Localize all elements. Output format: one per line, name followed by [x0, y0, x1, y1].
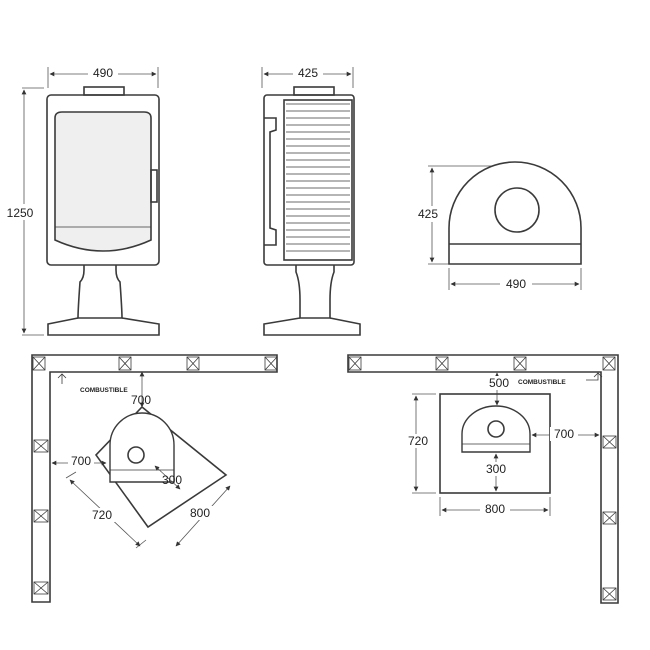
- wall-wall-stud: [435, 356, 449, 371]
- wall-wall-stud-cross: [602, 435, 617, 449]
- corner-hearth-depth-label: 800: [190, 506, 210, 520]
- corner-hearth-depth-bg: [186, 506, 214, 520]
- corner-combustible-arrow: [57, 373, 67, 384]
- front-base: [47, 317, 160, 336]
- wall-hearth-width-label: 800: [485, 502, 505, 516]
- wall-side-clearance-bg: [550, 427, 578, 441]
- top-depth-label-bg: [412, 206, 444, 222]
- corner-side-clearance-label: 700: [71, 454, 91, 468]
- wall-wall-studs: [348, 356, 617, 601]
- side-view: 425: [261, 66, 361, 336]
- wall-stove-outline: [461, 405, 531, 453]
- wall-combustible-arrow: [586, 372, 603, 381]
- corner-stove-outline: [109, 412, 175, 483]
- corner-combustible-label: COMBUSTIBLE: [80, 387, 128, 394]
- corner-wall-stud-cross: [33, 581, 49, 595]
- wall-wall-stud: [602, 511, 617, 525]
- front-door-handle: [150, 169, 158, 203]
- wall-front-clearance-label: 300: [486, 462, 506, 476]
- corner-wall-stud-cross: [118, 356, 132, 371]
- wall-hearth-width-bg: [480, 502, 510, 516]
- wall-wall-stud-cross: [602, 511, 617, 525]
- wall-back-clearance-label: 500: [489, 376, 509, 390]
- side-cooling-fins: [286, 103, 350, 252]
- corner-wall-stud-cross: [32, 356, 46, 371]
- front-door-glass: [54, 111, 152, 252]
- corner-hearth-width-ext-b: [135, 539, 147, 549]
- wall-hearth-plate: [439, 393, 551, 494]
- corner-wall-stud: [264, 356, 278, 371]
- wall-side-clearance-label: 700: [554, 427, 574, 441]
- corner-back-clearance-label: 700: [131, 393, 151, 407]
- wall-wall-stud: [602, 587, 617, 601]
- wall-installation: COMBUSTIBLE 500 700 720 300 800: [347, 354, 619, 604]
- front-flue-collar: [83, 86, 125, 96]
- side-flue-collar: [293, 86, 335, 96]
- corner-hearth-width-bg: [88, 508, 116, 522]
- side-stove-body: [263, 94, 355, 266]
- front-width-label: 490: [93, 66, 113, 80]
- wall-wall-stud-cross: [513, 356, 527, 371]
- corner-wall-stud-cross: [33, 509, 49, 523]
- corner-stove-flue: [127, 446, 145, 464]
- corner-wall-stud: [186, 356, 200, 371]
- wall-wall-stud: [602, 356, 616, 371]
- front-width-label-bg: [88, 66, 118, 80]
- wall-walls: [347, 354, 619, 604]
- corner-front-clearance-dimension: [154, 465, 181, 490]
- top-flue-outlet: [494, 187, 540, 233]
- top-stove-outline: [448, 161, 582, 265]
- corner-walls: [31, 354, 278, 603]
- wall-wall-stud: [348, 356, 362, 371]
- corner-wall-stud-cross: [33, 439, 49, 453]
- corner-installation: COMBUSTIBLE 700 700 300 720 800: [31, 354, 278, 603]
- wall-back-clearance-bg: [484, 376, 514, 390]
- corner-wall-stud: [33, 509, 49, 523]
- side-base: [263, 317, 361, 336]
- corner-wall-stud: [33, 439, 49, 453]
- front-view: 490 1250: [2, 66, 160, 336]
- wall-wall-stud-cross: [435, 356, 449, 371]
- wall-wall-stud-cross: [602, 587, 617, 601]
- wall-front-clearance-bg: [482, 462, 510, 476]
- corner-wall-stud: [33, 581, 49, 595]
- corner-front-clearance-label: 300: [162, 473, 182, 487]
- wall-wall-stud: [602, 435, 617, 449]
- side-fin-panel: [283, 99, 353, 261]
- corner-wall-stud-cross: [264, 356, 278, 371]
- wall-combustible-label: COMBUSTIBLE: [518, 379, 566, 386]
- corner-wall-stud: [118, 356, 132, 371]
- corner-side-clearance-bg: [68, 454, 94, 468]
- wall-wall-stud: [513, 356, 527, 371]
- front-stove-body: [46, 94, 160, 266]
- front-pedestal: [77, 265, 123, 319]
- corner-wall-stud: [32, 356, 46, 371]
- top-width-label: 490: [506, 277, 526, 291]
- side-depth-label: 425: [298, 66, 318, 80]
- wall-wall-stud-cross: [348, 356, 362, 371]
- wall-hearth-depth-label: 720: [408, 434, 428, 448]
- side-door-profile: [264, 117, 277, 246]
- top-depth-label: 425: [418, 207, 438, 221]
- top-width-label-bg: [500, 277, 532, 291]
- front-height-label-bg: [2, 204, 36, 220]
- corner-hearth-width-label: 720: [92, 508, 112, 522]
- corner-wall-stud-cross: [186, 356, 200, 371]
- top-view: 425 490: [412, 161, 582, 291]
- wall-wall-stud-cross: [602, 356, 616, 371]
- side-pedestal: [295, 265, 335, 319]
- front-height-label: 1250: [7, 206, 34, 220]
- side-depth-label-bg: [293, 66, 323, 80]
- wall-stove-flue: [487, 420, 505, 438]
- corner-wall-studs: [32, 356, 278, 595]
- corner-hearth-width-ext-a: [65, 471, 77, 479]
- wall-hearth-depth-bg: [404, 434, 432, 448]
